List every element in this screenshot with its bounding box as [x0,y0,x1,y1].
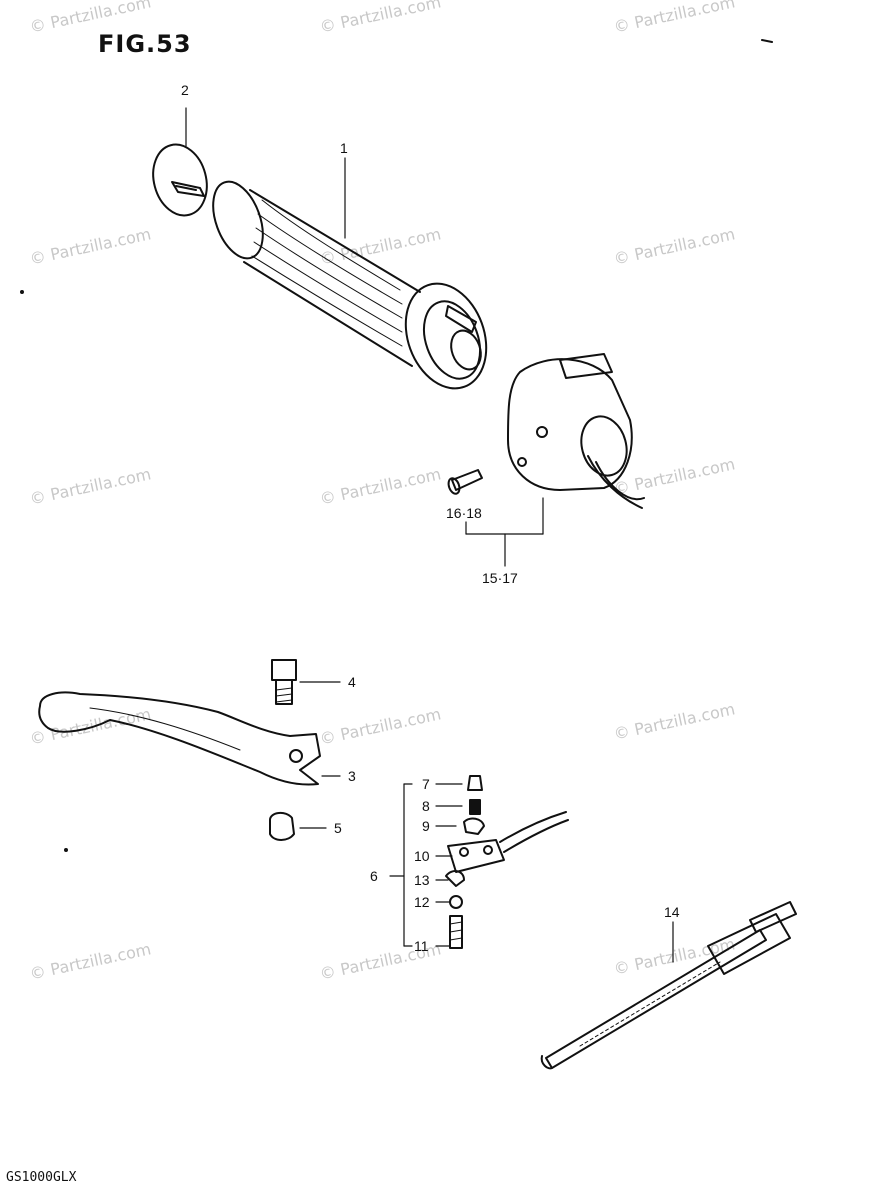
model-code: GS1000GLX [6,1170,77,1185]
part-label-4: 4 [348,674,356,690]
figure-title: FIG.53 [98,30,192,58]
part-label-10: 10 [414,848,430,864]
assembly-bracket [465,497,544,567]
part-label-2: 2 [181,82,189,98]
switch-housing-part [507,353,645,509]
cable-tie-part [540,901,797,1070]
switch-group-bracket [389,783,463,947]
handlebar-grip-part [212,157,488,390]
part-label-14: 14 [664,904,680,920]
end-cap-part [152,107,208,217]
part-label-13: 13 [414,872,430,888]
part-label-6: 6 [370,868,378,884]
pivot-bolt-part [271,659,341,705]
part-label-11: 11 [414,938,429,954]
housing-screw-part [447,469,483,495]
clutch-lever-part [38,691,341,786]
part-label-5: 5 [334,820,342,836]
part-label-15-17: 15·17 [482,570,518,586]
part-label-9: 9 [422,818,430,834]
switch-small-parts [445,775,569,949]
lever-nut-part [269,812,327,841]
part-label-7: 7 [422,776,430,792]
part-label-1: 1 [340,140,348,156]
part-label-16-18: 16·18 [446,505,482,521]
stray-mark [761,39,773,43]
stray-dot [20,290,24,294]
stray-dot [64,848,68,852]
part-label-3: 3 [348,768,356,784]
part-label-12: 12 [414,894,430,910]
part-label-8: 8 [422,798,430,814]
